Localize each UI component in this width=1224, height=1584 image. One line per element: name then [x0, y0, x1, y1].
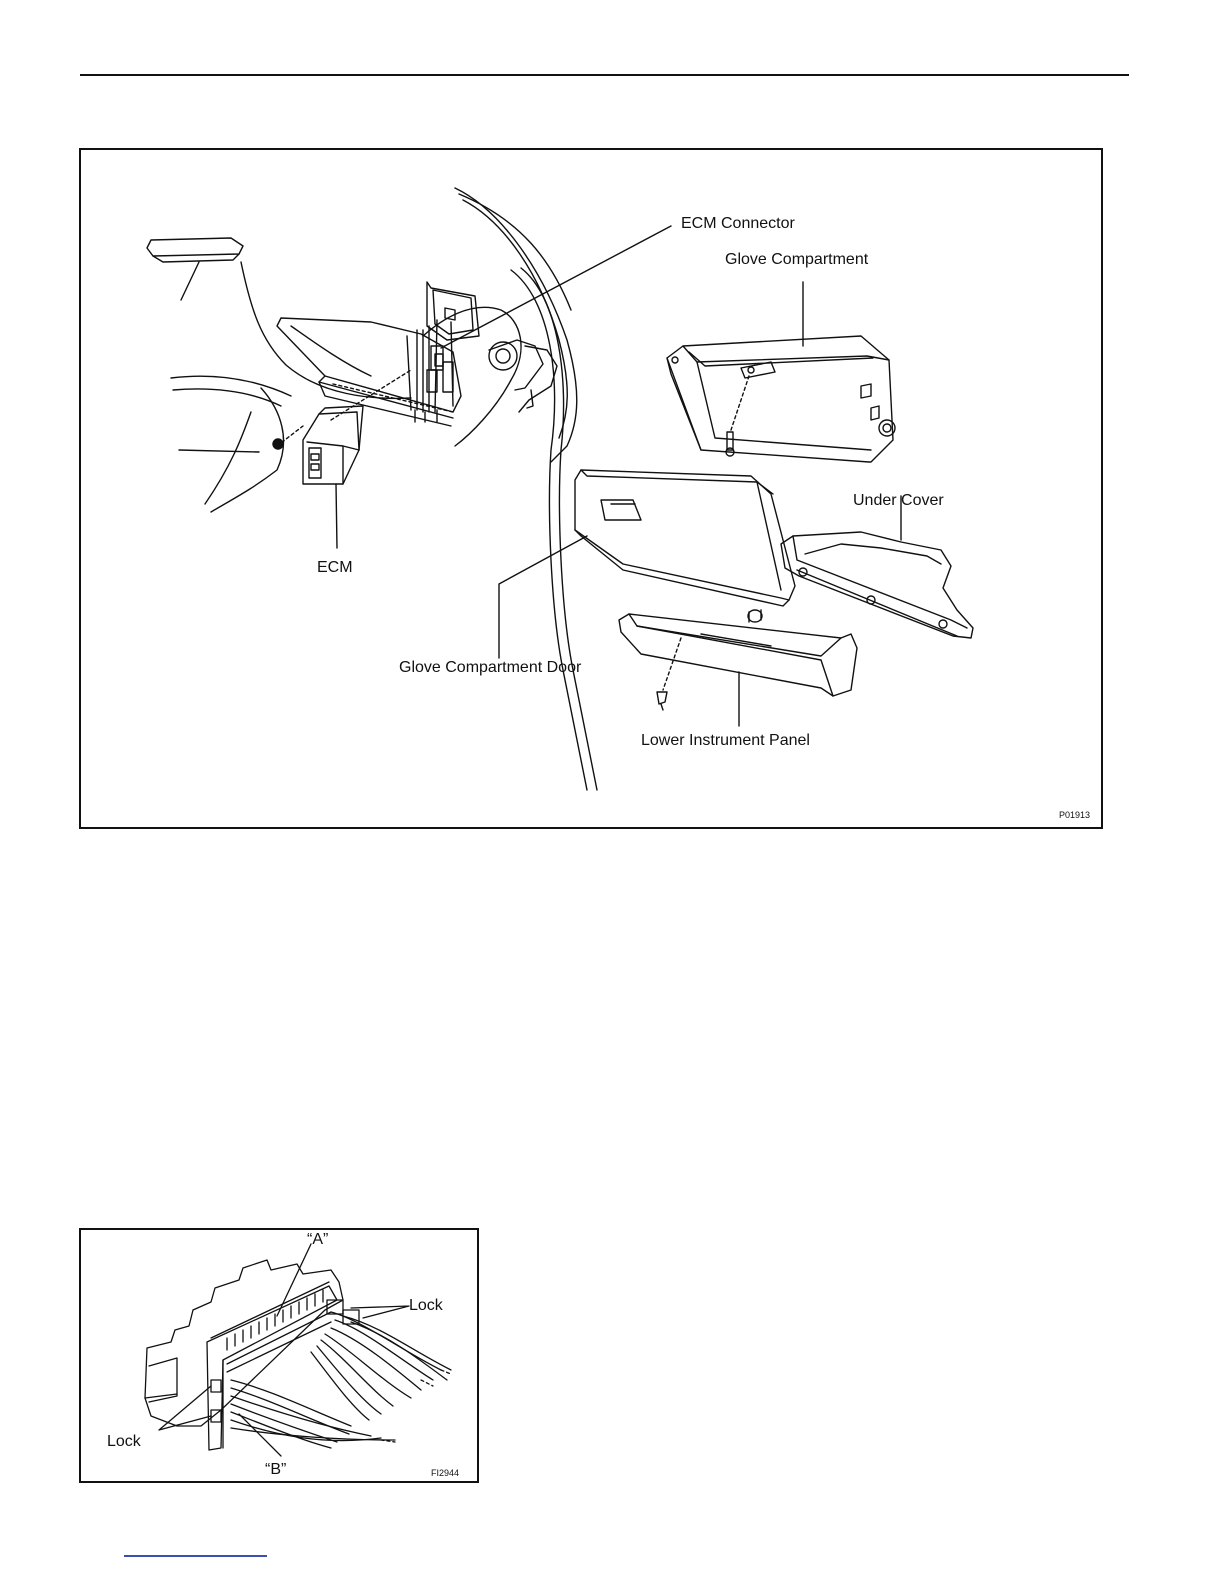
label-glove-compartment-door: Glove Compartment Door	[399, 659, 582, 676]
label-ecm: ECM	[317, 559, 353, 576]
label-glove-compartment: Glove Compartment	[725, 251, 869, 268]
glove-door	[575, 470, 795, 600]
connector-illustration: “A” Lock Lock “B” FI2944	[81, 1230, 477, 1481]
glove-opening	[277, 318, 461, 412]
ecm-removal-illustration: ECM Connector Glove Compartment Under Co…	[81, 150, 1101, 827]
figure-ecm-removal: ECM Connector Glove Compartment Under Co…	[79, 148, 1103, 829]
footer-link-underline[interactable]	[124, 1555, 267, 1557]
label-lock-top: Lock	[409, 1297, 444, 1314]
label-lock-left: Lock	[107, 1433, 142, 1450]
connector-face	[207, 1286, 337, 1450]
header-rule	[80, 74, 1129, 76]
label-ecm-connector: ECM Connector	[681, 215, 795, 232]
dash-top-pad	[147, 238, 243, 256]
label-lower-instrument-panel: Lower Instrument Panel	[641, 732, 810, 749]
figure-ecm-connector-lock: “A” Lock Lock “B” FI2944	[79, 1228, 479, 1483]
label-a: “A”	[307, 1231, 328, 1248]
label-under-cover: Under Cover	[853, 492, 944, 509]
figure-code: P01913	[1059, 810, 1090, 820]
figure-code: FI2944	[431, 1468, 459, 1478]
label-b: “B”	[265, 1461, 286, 1478]
